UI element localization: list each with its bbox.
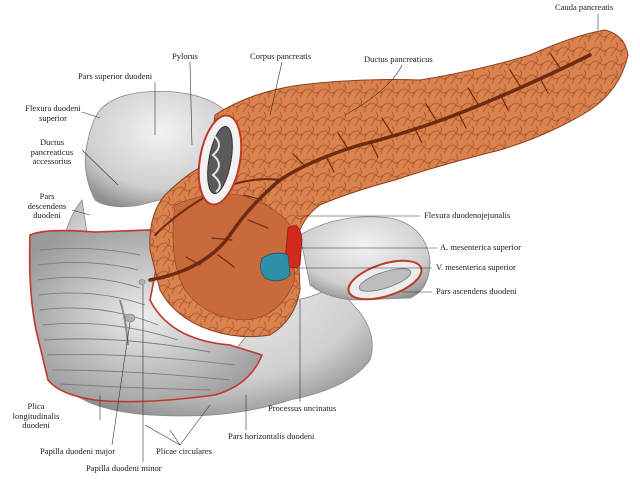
label-cauda-pancreatis: Cauda pancreatis <box>555 2 614 12</box>
label-line: accessorius <box>32 156 72 166</box>
label-plicae-circulares: Plicae circulares <box>156 446 212 456</box>
label-plica-longitudinalis-duodeni: Plica longitudinalis duodeni <box>6 401 66 431</box>
label-pars-ascendens-duodeni: Pars ascendens duodeni <box>436 286 517 296</box>
label-flexura-duodenojejunalis: Flexura duodenojejunalis <box>424 210 511 220</box>
papilla-minor <box>138 279 146 285</box>
label-line: longitudinalis <box>12 410 60 421</box>
label-pars-horizontalis-duodeni: Pars horizontalis duodeni <box>228 431 315 441</box>
label-line: Flexura duodeni <box>25 103 81 113</box>
label-processus-uncinatus: Processus uncinatus <box>268 403 337 413</box>
papilla-major <box>124 313 136 323</box>
label-line: duodeni <box>22 420 50 430</box>
label-v-mesenterica-superior: V. mesenterica superior <box>436 262 516 272</box>
label-pars-descendens-duodeni: Pars descendens duodeni <box>18 191 76 221</box>
label-flexura-duodeni-superior: Flexura duodeni superior <box>18 103 88 123</box>
leader-lines <box>71 14 599 462</box>
label-pars-superior-duodeni: Pars superior duodeni <box>78 71 153 81</box>
label-papilla-duodeni-major: Papilla duodeni major <box>40 446 116 456</box>
vein <box>260 252 291 282</box>
label-papilla-duodeni-minor: Papilla duodeni minor <box>86 463 162 473</box>
label-line: superior <box>39 112 67 123</box>
mesenteric-vessels <box>260 225 303 282</box>
label-pylorus: Pylorus <box>172 51 198 61</box>
label-a-mesenterica-superior: A. mesenterica superior <box>440 242 521 252</box>
pylorus-section <box>197 114 243 206</box>
label-corpus-pancreatis: Corpus pancreatis <box>250 51 312 61</box>
label-line: duodeni <box>33 210 61 220</box>
label-ductus-pancreaticus-accessorius: Ductus pancreaticus accessorius <box>22 137 82 167</box>
ductus-pancreaticus <box>148 52 592 282</box>
label-line: Pars <box>39 191 55 201</box>
label-line: descendens <box>27 200 67 211</box>
label-ductus-pancreaticus: Ductus pancreaticus <box>364 54 433 64</box>
label-line: Ductus <box>39 137 65 147</box>
label-line: pancreaticus <box>30 146 74 157</box>
label-line: Plica <box>27 401 45 411</box>
